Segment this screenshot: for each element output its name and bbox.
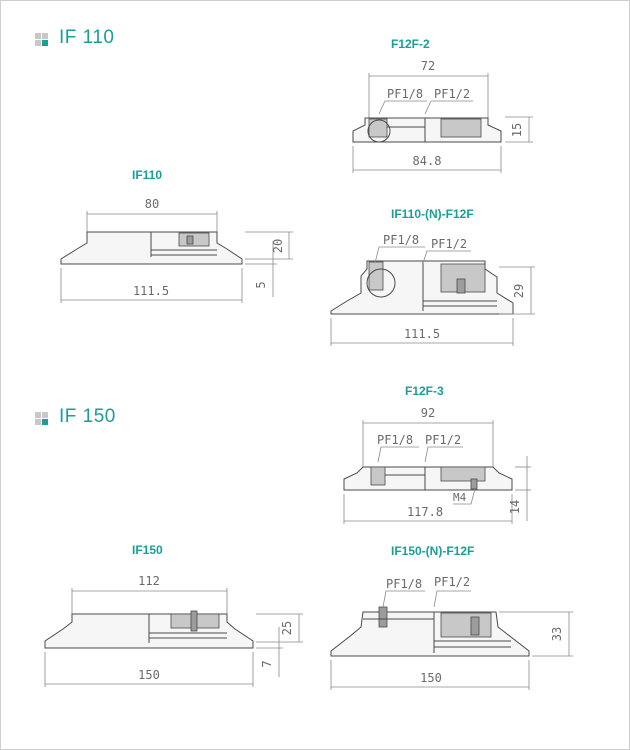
dim-f12f-2-84-8: 84.8 (413, 154, 442, 168)
port-if150-n-f12f-pf18: PF1/8 (386, 577, 422, 591)
dim-if110-80: 80 (145, 197, 159, 211)
port-if110-n-f12f-pf18: PF1/8 (383, 233, 419, 247)
section-title-if110: IF 110 (59, 27, 115, 48)
section-title-if150: IF 150 (59, 406, 116, 427)
port-f12f-2-pf18: PF1/8 (387, 87, 423, 101)
part-label-if150: IF150 (132, 543, 163, 557)
dim-if110-n-f12f-111-5: 111.5 (404, 327, 440, 341)
dim-if150-7: 7 (260, 660, 274, 667)
port-if110-n-f12f-pf12: PF1/2 (431, 237, 467, 251)
dim-f12f-2-15: 15 (510, 123, 524, 137)
dim-if110-n-f12f-29: 29 (512, 284, 526, 298)
dim-if150-112: 112 (138, 574, 160, 588)
port-f12f-3-pf12: PF1/2 (425, 433, 461, 447)
part-label-if110: IF110 (132, 168, 163, 182)
drawing-if110: 80 20 5 111.5 (60, 197, 293, 303)
dim-if150-n-f12f-33: 33 (550, 627, 564, 641)
dim-if150-150: 150 (138, 668, 160, 682)
square-grid-icon (35, 412, 49, 426)
dim-f12f-3-14: 14 (508, 500, 522, 514)
part-label-f12f-2: F12F-2 (391, 37, 430, 51)
part-label-f12f-3: F12F-3 (405, 384, 444, 398)
part-label-if150-n-f12f: IF150-(N)-F12F (391, 544, 475, 558)
dim-if110-20: 20 (271, 239, 285, 253)
part-label-if110-n-f12f: IF110-(N)-F12F (391, 207, 474, 221)
dim-f12f-3-117-8: 117.8 (407, 505, 443, 519)
square-grid-icon (35, 33, 49, 47)
dim-if110-111-5: 111.5 (133, 284, 169, 298)
drawing-f12f-3: 92 PF1/8 PF1/2 M4 117.8 14 (343, 406, 531, 524)
drawing-if150: 112 25 7 150 (44, 574, 303, 687)
dim-if150-25: 25 (280, 621, 294, 635)
port-f12f-2-pf12: PF1/2 (434, 87, 470, 101)
drawing-if150-n-f12f: PF1/8 PF1/2 33 150 (330, 575, 573, 690)
drawing-f12f-2: 72 PF1/8 PF1/2 84.8 15 (352, 59, 533, 173)
dim-if150-n-f12f-150: 150 (420, 671, 442, 685)
dim-f12f-2-72: 72 (421, 59, 435, 73)
dim-if110-5: 5 (254, 281, 268, 288)
drawing-if110-n-f12f: PF1/8 PF1/2 29 111.5 (330, 233, 535, 346)
dim-f12f-3-92: 92 (421, 406, 435, 420)
port-f12f-3-pf18: PF1/8 (377, 433, 413, 447)
port-if150-n-f12f-pf12: PF1/2 (434, 575, 470, 589)
thread-f12f-3-m4: M4 (453, 491, 467, 504)
